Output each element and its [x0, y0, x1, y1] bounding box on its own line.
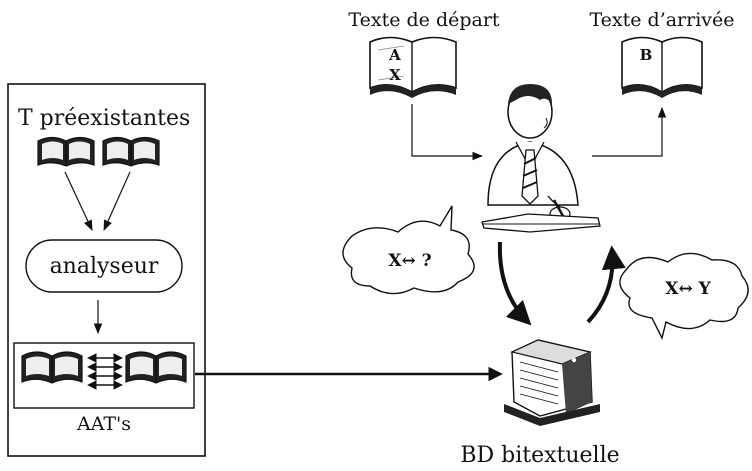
- arrow-translator-to-database: [497, 241, 532, 326]
- arrow-translator-to-target: [592, 106, 667, 157]
- analyser-box: [25, 239, 183, 293]
- aligned-label: AAT's: [76, 413, 131, 435]
- preexisting-translations-panel: [7, 83, 206, 457]
- source-book-letter-x: X: [389, 66, 401, 84]
- database-server-icon: [504, 339, 600, 426]
- arrow-database-to-translator: [586, 245, 626, 324]
- preexisting-label: T préexistantes: [18, 106, 190, 131]
- target-text-label: Texte d’arrivée: [589, 9, 734, 31]
- source-book-icon: [369, 36, 457, 98]
- source-book-letter-a: A: [388, 46, 401, 64]
- arrow-to-analyser-right: [103, 171, 131, 231]
- query-speech-bubble: [342, 205, 475, 295]
- book-icon: [37, 136, 95, 167]
- source-text-label: Texte de départ: [348, 9, 500, 31]
- answer-speech-bubble: [619, 252, 749, 341]
- arrow-source-to-translator: [411, 104, 484, 161]
- book-icon: [102, 136, 160, 167]
- database-label: BD bitextuelle: [460, 443, 619, 468]
- book-icon: [21, 351, 83, 384]
- query-bubble-text: X↔ ?: [388, 251, 431, 271]
- target-book-letter-b: B: [640, 46, 653, 64]
- book-icon: [125, 351, 187, 384]
- aligned-texts-box: [13, 342, 195, 409]
- arrow-to-analyser-left: [64, 171, 93, 231]
- analyser-label: analyseur: [50, 254, 159, 279]
- target-book-icon: [621, 36, 703, 98]
- answer-bubble-text: X↔ Y: [665, 279, 711, 299]
- translator-figure: [481, 84, 601, 233]
- alignment-arrows: [87, 353, 123, 390]
